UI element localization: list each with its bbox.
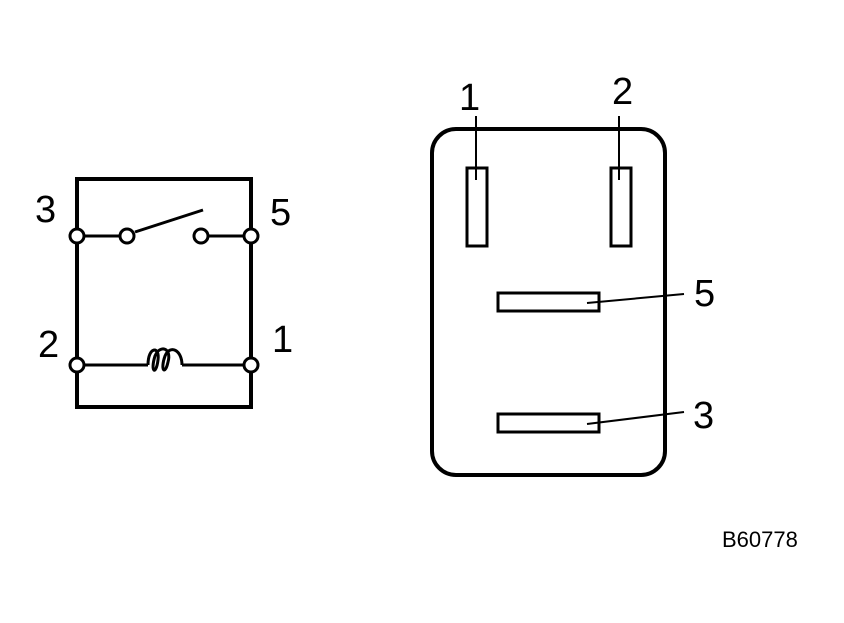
- connector-label-3: 3: [693, 395, 714, 437]
- terminal-1-label: 1: [272, 319, 293, 361]
- leader-line-3: [586, 411, 685, 425]
- connector-label-2: 2: [612, 71, 633, 113]
- terminal-5-node: [242, 227, 260, 245]
- terminal-3-node: [68, 227, 86, 245]
- switch-circuit: [77, 208, 251, 245]
- pin-slot-2: [609, 166, 633, 248]
- terminal-1-node: [242, 356, 260, 374]
- switch-lever: [134, 208, 204, 234]
- connector-face: [430, 116, 685, 477]
- leader-line-5: [586, 293, 685, 304]
- connector-housing: [430, 127, 667, 477]
- coil-icon: [146, 347, 184, 372]
- connector-label-1: 1: [459, 77, 480, 119]
- pin-slot-5: [496, 291, 601, 313]
- figure-code: B60778: [722, 527, 798, 552]
- coil-circuit: [77, 347, 251, 372]
- terminal-3-label: 3: [35, 189, 56, 231]
- pin-slot-3: [496, 412, 601, 434]
- switch-contact-right: [192, 227, 210, 245]
- relay-schematic: [68, 177, 260, 409]
- terminal-2-label: 2: [38, 324, 59, 366]
- schematic-box: [75, 177, 253, 409]
- connector-label-5: 5: [694, 273, 715, 315]
- leader-lines: [475, 116, 685, 425]
- terminal-5-label: 5: [270, 192, 291, 234]
- terminal-2-node: [68, 356, 86, 374]
- switch-contact-left: [118, 227, 136, 245]
